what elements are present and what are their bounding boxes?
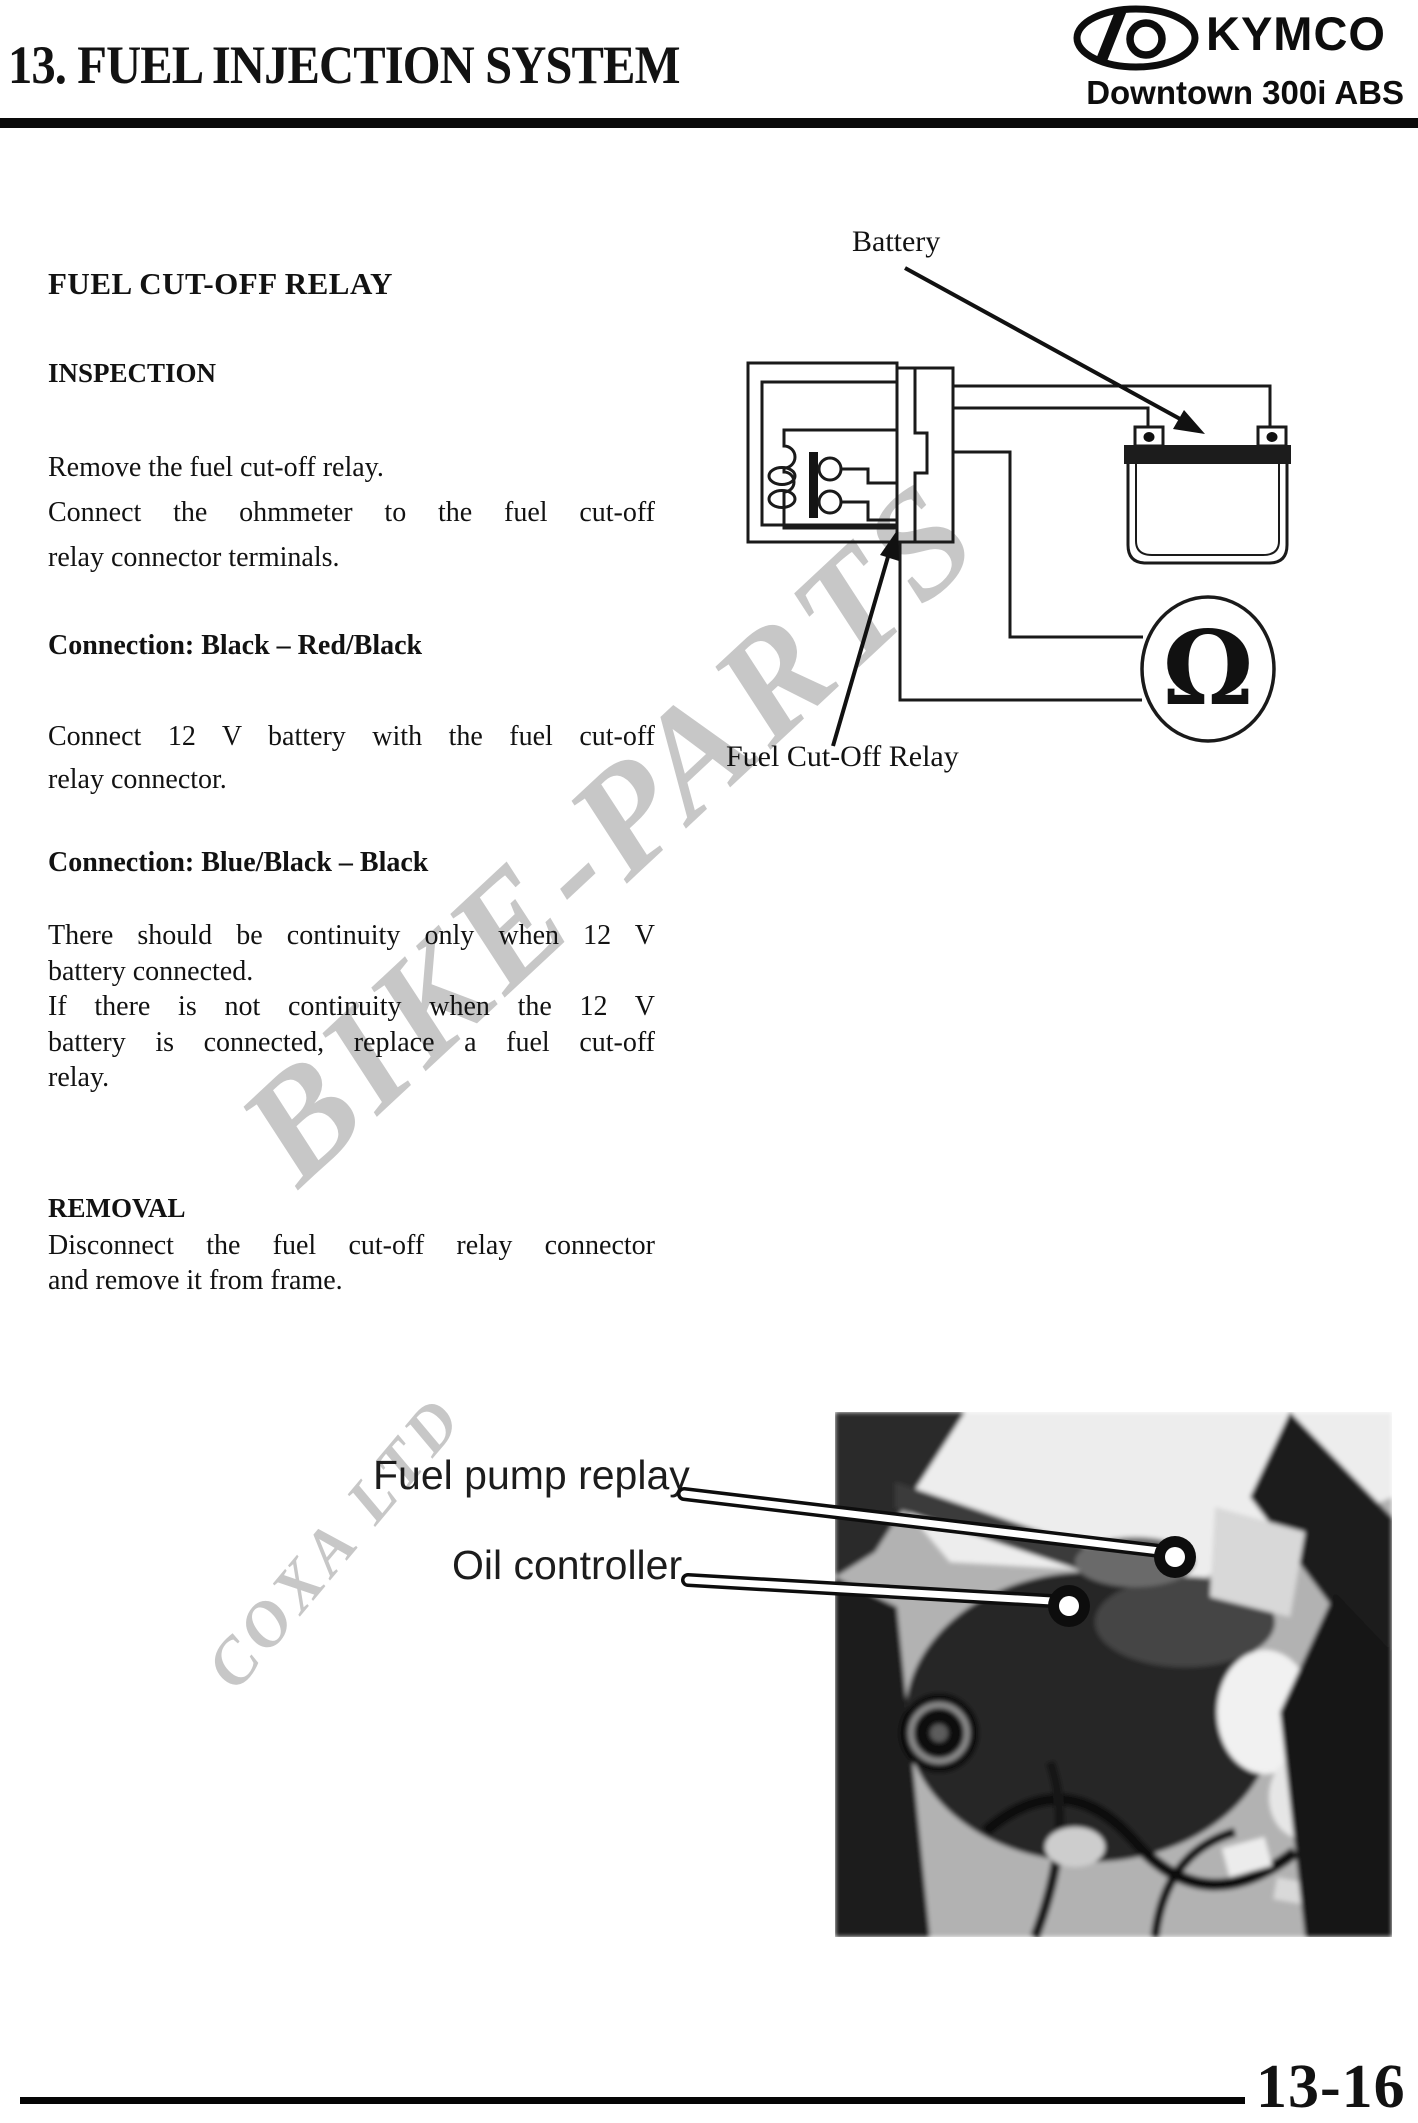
photo-callouts	[677, 1487, 1196, 1627]
text-line: relay connector terminals.	[48, 542, 340, 573]
page-number: 13-16	[1256, 2053, 1406, 2121]
inspection-paragraph-1: Remove the fuel cut-off relay. Connect t…	[48, 445, 655, 580]
text-line: battery connected.	[48, 955, 254, 987]
relay-arrow	[831, 529, 899, 747]
removal-heading: REMOVAL	[48, 1193, 186, 1223]
text-line: relay connector.	[48, 764, 227, 795]
fuel-pump-relay-marker	[1154, 1536, 1196, 1578]
fuel-cutoff-relay-symbol	[746, 361, 955, 544]
inspection-paragraph-3: There should be continuity only when 12 …	[48, 918, 655, 1096]
fuel-pump-relay-label: Fuel pump replay	[373, 1452, 690, 1498]
oil-controller-label: Oil controller	[452, 1542, 683, 1588]
battery-symbol	[1124, 425, 1291, 565]
oil-controller-marker	[1048, 1585, 1090, 1627]
removal-paragraph: Disconnect the fuel cut-off relay connec…	[48, 1228, 655, 1298]
section-heading: FUEL CUT-OFF RELAY	[48, 266, 393, 301]
watermark-subtext: COXA LTD	[192, 1381, 477, 1702]
circuit-diagram: Ω	[746, 266, 1291, 747]
text-line: Connect the ohmmeter to the fuel cut-off	[48, 497, 655, 528]
chapter-title: 13. FUEL INJECTION SYSTEM	[8, 35, 680, 95]
footer-rule	[20, 2097, 1245, 2104]
battery-label: Battery	[852, 225, 941, 258]
inspection-heading: INSPECTION	[48, 358, 217, 388]
kymco-logo-icon	[1073, 5, 1199, 71]
wires	[898, 384, 1272, 702]
fuel-cutoff-relay-label: Fuel Cut-Off Relay	[726, 740, 959, 773]
header-rule	[0, 118, 1418, 128]
connection-spec-1: Connection: Black – Red/Black	[48, 630, 423, 661]
text-line: Connect 12 V battery with the fuel cut-o…	[48, 721, 655, 752]
battery-arrow	[904, 266, 1205, 434]
text-line: relay.	[48, 1062, 110, 1093]
model-name: Downtown 300i ABS	[1086, 74, 1404, 111]
text-line: Remove the fuel cut-off relay.	[48, 452, 384, 483]
text-line: and remove it from frame.	[48, 1265, 343, 1296]
text-line: If there is not continuity when the 12 V	[48, 991, 655, 1022]
text-line: Disconnect the fuel cut-off relay connec…	[48, 1230, 655, 1261]
ohmmeter-icon: Ω	[1140, 595, 1276, 743]
inspection-paragraph-2: Connect 12 V battery with the fuel cut-o…	[48, 715, 655, 801]
text-line: There should be continuity only when 12 …	[48, 920, 655, 951]
text-line: battery is connected, replace a fuel cut…	[48, 1026, 655, 1058]
brand-name: KYMCO	[1206, 7, 1386, 60]
svg-text:Ω: Ω	[1163, 609, 1254, 729]
connection-spec-2: Connection: Blue/Black – Black	[48, 847, 429, 878]
